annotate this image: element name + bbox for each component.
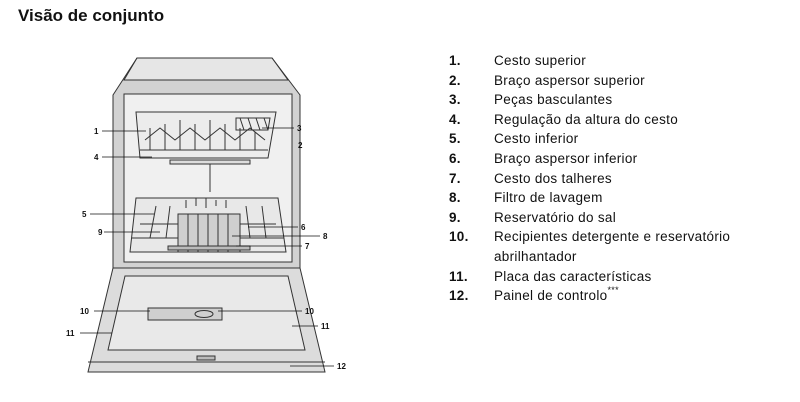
callout-2: 2 [298, 141, 303, 150]
legend-item: 5.Cesto inferior [449, 131, 579, 147]
legend-item: 12.Painel de controlo*** [449, 285, 619, 304]
callout-4: 4 [94, 153, 99, 162]
footnote-marker: *** [607, 285, 619, 296]
callout-10-left: 10 [80, 307, 89, 316]
callout-12: 12 [337, 362, 346, 371]
cabinet-top [123, 57, 289, 81]
legend-item: 6.Braço aspersor inferior [449, 150, 638, 166]
legend-item: 10.Recipientes detergente e reservatório… [449, 229, 731, 264]
upper-spray-arm [169, 159, 251, 165]
legend-item: 1.Cesto superior [449, 53, 586, 68]
legend-item: 9.Reservatório do sal [449, 209, 617, 225]
callout-5: 5 [82, 210, 87, 219]
cutlery-basket [177, 198, 241, 253]
callout-11-right: 11 [321, 322, 330, 331]
callout-3: 3 [297, 124, 302, 133]
callout-9: 9 [98, 228, 103, 237]
callout-1: 1 [94, 127, 99, 136]
detergent-dispenser [147, 307, 223, 321]
page-title: Visão de conjunto [18, 6, 165, 25]
callout-8: 8 [323, 232, 328, 241]
legend-item: 4.Regulação da altura do cesto [449, 111, 679, 127]
callout-6: 6 [301, 223, 306, 232]
callout-7: 7 [305, 242, 310, 251]
legend-item: 7.Cesto dos talheres [449, 170, 612, 186]
legend-item: 3.Peças basculantes [449, 92, 613, 108]
dishwasher-diagram: 1 2 3 4 5 6 8 7 9 10 10 11 11 12 [66, 57, 346, 373]
door-handle [196, 355, 216, 361]
lower-spray-arm [167, 245, 251, 251]
legend-item: 2.Braço aspersor superior [449, 72, 645, 88]
callout-10-right: 10 [305, 307, 314, 316]
legend-list: 1.Cesto superior 2.Braço aspersor superi… [449, 51, 794, 306]
legend-item: 11.Placa das características [449, 268, 652, 284]
legend-item: 8.Filtro de lavagem [449, 190, 603, 206]
callout-11-left: 11 [66, 329, 75, 338]
upper-basket [135, 111, 277, 159]
leader-lines [80, 127, 334, 367]
